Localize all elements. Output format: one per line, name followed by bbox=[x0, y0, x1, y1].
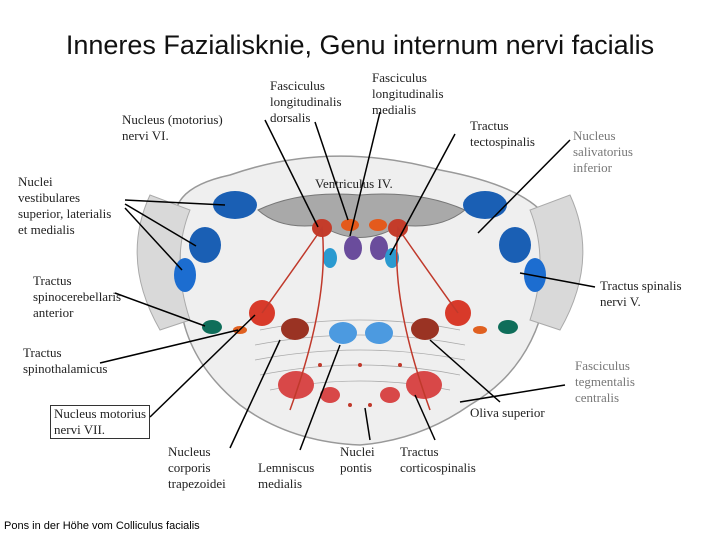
spinocerebellar-tract bbox=[202, 320, 518, 334]
label-fasciculus-tegmentalis-centralis: Fasciculus tegmentalis centralis bbox=[575, 358, 635, 405]
label-nucleus-salivatorius-inferior: Nucleus salivatorius inferior bbox=[573, 128, 633, 175]
label-nucleus-corporis-trapezoidei: Nucleus corporis trapezoidei bbox=[168, 444, 226, 491]
figure-caption: Pons in der Höhe vom Colliculus facialis bbox=[4, 520, 200, 532]
pontine-nuclei-dots bbox=[318, 363, 402, 407]
label-leader-lines bbox=[99, 111, 596, 451]
label-nucleus-motorius-nervi-vii: Nucleus motorius nervi VII. bbox=[50, 405, 151, 439]
vestibular-nuclei bbox=[189, 191, 531, 263]
label-fasciculus-longitudinalis-medialis: Fasciculus longitudinalis medialis bbox=[372, 70, 444, 117]
medial-longitudinal-fasciculus bbox=[341, 219, 387, 231]
corticospinal-tract bbox=[278, 371, 442, 403]
tectospinal-tract bbox=[323, 248, 399, 268]
label-tractus-spinalis-nervi-v: Tractus spinalis nervi V. bbox=[600, 278, 682, 309]
label-ventriculus-iv: Ventriculus IV. bbox=[315, 176, 393, 191]
label-nuclei-pontis: Nuclei pontis bbox=[340, 444, 375, 475]
label-tractus-spinocerebellaris-anterior: Tractus spinocerebellaris anterior bbox=[33, 273, 122, 320]
label-nucleus-motorius-nervi-vi: Nucleus (motorius) nervi VI. bbox=[122, 112, 223, 143]
middle-cerebellar-peduncle-right bbox=[529, 194, 584, 331]
label-tractus-corticospinalis: Tractus corticospinalis bbox=[400, 444, 476, 475]
superior-olive bbox=[281, 318, 439, 340]
label-oliva-superior: Oliva superior bbox=[470, 405, 545, 420]
label-tractus-spinothalamicus: Tractus spinothalamicus bbox=[23, 345, 108, 376]
label-lemniscus-medialis: Lemniscus medialis bbox=[258, 460, 315, 491]
label-fasciculus-longitudinalis-dorsalis: Fasciculus longitudinalis dorsalis bbox=[270, 78, 342, 125]
page-title: Inneres Fazialisknie, Genu internum nerv… bbox=[65, 30, 655, 60]
label-tractus-tectospinalis: Tractus tectospinalis bbox=[470, 118, 535, 149]
medial-lemniscus bbox=[329, 322, 393, 344]
dorsal-longitudinal-fasciculus bbox=[344, 236, 388, 260]
label-nuclei-vestibulares: Nuclei vestibulares superior, laterialis… bbox=[18, 174, 112, 237]
facial-nerve-genu bbox=[261, 225, 459, 411]
